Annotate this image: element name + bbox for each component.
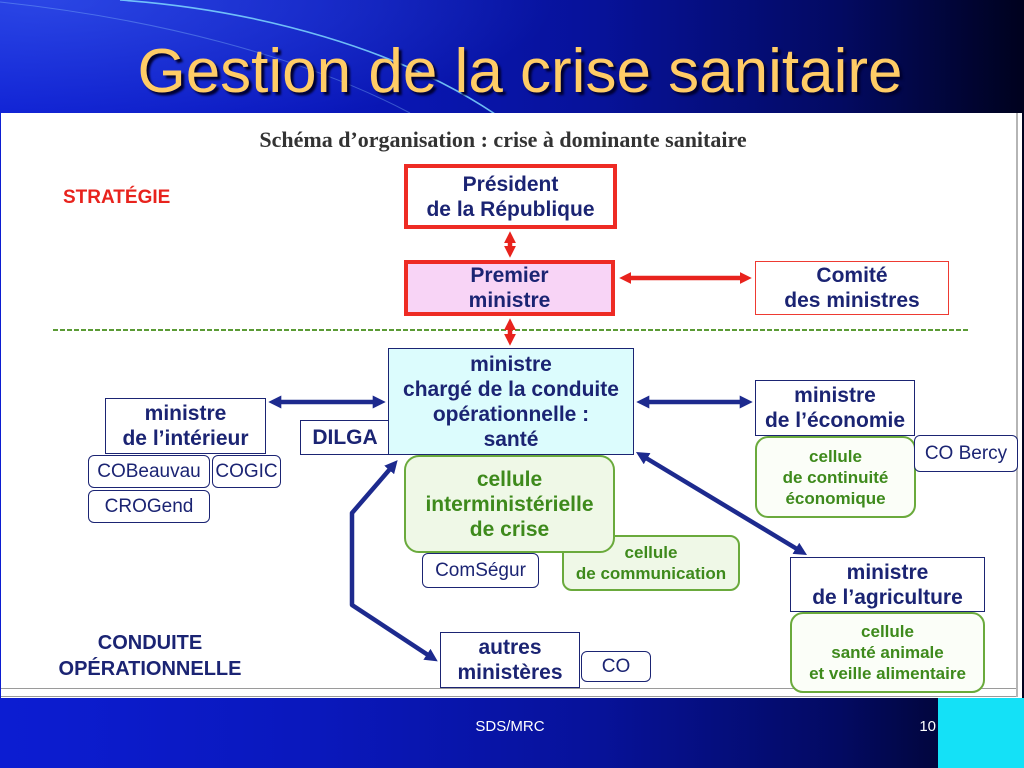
slide-title: Gestion de la crise sanitaire	[137, 37, 903, 106]
ministre-economie-label-line: de l’économie	[764, 409, 906, 432]
corner-accent-block	[938, 698, 1024, 768]
cellule-communication-label-line: cellule	[624, 543, 678, 562]
zone-label-line: CONDUITE	[97, 632, 203, 654]
panel-bottom-rule	[1, 688, 1017, 689]
decor-curve-main	[119, 0, 496, 115]
crogend-label: CROGend	[104, 495, 194, 517]
page-number: 10	[919, 718, 936, 735]
cellule-sante-animale-label-line: et veille alimentaire	[809, 664, 966, 683]
cellule-interministerielle-label-line: de crise	[469, 517, 550, 541]
cobeauvau-box: COBeauvau	[88, 455, 210, 488]
cellule-interministerielle-box: cellule interministérielle de crise	[404, 455, 615, 553]
zone-label-operational: CONDUITE OPÉRATIONNELLE	[40, 630, 260, 682]
ministre-agriculture-label-line: de l’agriculture	[812, 585, 963, 609]
autres-ministeres-box: autres ministères	[440, 632, 580, 688]
cellule-sante-animale-label-line: cellule	[861, 622, 914, 641]
comsegur-box: ComSégur	[422, 553, 539, 588]
co-box: CO	[581, 651, 651, 682]
cellule-interministerielle-label-line: cellule	[476, 467, 543, 491]
president-label-line: de la République	[426, 197, 595, 221]
zone-label-line: OPÉRATIONNELLE	[58, 658, 242, 680]
ministre-agriculture-label-line: ministre	[846, 560, 929, 584]
zone-label-strategy: STRATÉGIE	[63, 187, 171, 208]
president-box: Président de la République	[404, 164, 617, 229]
comite-ministres-box: Comité des ministres	[755, 261, 949, 315]
ministre-interieur-label-line: de l’intérieur	[122, 427, 249, 450]
ministre-economie-label-line: ministre	[794, 384, 876, 407]
dilga-label: DILGA	[312, 426, 378, 449]
ministre-interieur-label-line: ministre	[144, 402, 227, 425]
title-decor-curves	[0, 0, 496, 115]
cellule-continuite-label-line: cellule	[809, 446, 862, 466]
dilga-box: DILGA	[300, 420, 390, 455]
comite-label-line: Comité	[816, 264, 888, 287]
cogic-label: COGIC	[215, 460, 278, 482]
cellule-communication-label-line: de communication	[575, 564, 727, 583]
premier-ministre-label-line: ministre	[468, 289, 551, 312]
ministre-interieur-box: ministre de l’intérieur	[105, 398, 266, 454]
ministre-sante-label-line: opérationnelle :	[432, 402, 590, 426]
cogic-box: COGIC	[212, 455, 281, 488]
premier-ministre-label-line: Premier	[470, 264, 549, 287]
co-bercy-label: CO Bercy	[924, 442, 1008, 464]
cellule-continuite-box: cellule de continuité économique	[755, 436, 916, 518]
ministre-sante-label-line: santé	[483, 427, 539, 451]
ministre-sante-box: ministre chargé de la conduite opération…	[388, 348, 634, 455]
crogend-box: CROGend	[88, 490, 210, 523]
co-bercy-box: CO Bercy	[914, 435, 1018, 472]
ministre-sante-label-line: ministre	[470, 352, 552, 376]
comsegur-label: ComSégur	[435, 559, 526, 581]
panel-bottom-rule	[1, 696, 1017, 697]
ministre-agriculture-box: ministre de l’agriculture	[790, 557, 985, 612]
ministre-sante-label-line: chargé de la conduite	[403, 377, 619, 401]
co-label: CO	[601, 655, 631, 677]
decor-curve-faint	[0, 1, 411, 114]
president-label-line: Président	[462, 172, 559, 196]
cellule-interministerielle-label-line: interministérielle	[425, 492, 594, 516]
autres-ministeres-label-line: autres	[478, 636, 542, 659]
ministre-economie-box: ministre de l’économie	[755, 380, 915, 436]
premier-ministre-box: Premier ministre	[404, 260, 615, 316]
comite-label-line: des ministres	[784, 289, 920, 312]
cellule-sante-animale-box: cellule santé animale et veille alimenta…	[790, 612, 985, 693]
cellule-continuite-label-line: économique	[785, 488, 886, 508]
diagram-heading: Schéma d’organisation : crise à dominant…	[259, 127, 747, 152]
cobeauvau-label: COBeauvau	[97, 460, 201, 482]
cellule-continuite-label-line: de continuité	[782, 467, 889, 487]
footer-label: SDS/MRC	[475, 718, 545, 735]
panel-right-rule	[1016, 113, 1018, 697]
cellule-sante-animale-label-line: santé animale	[831, 643, 944, 662]
autres-ministeres-label-line: ministères	[457, 661, 563, 684]
